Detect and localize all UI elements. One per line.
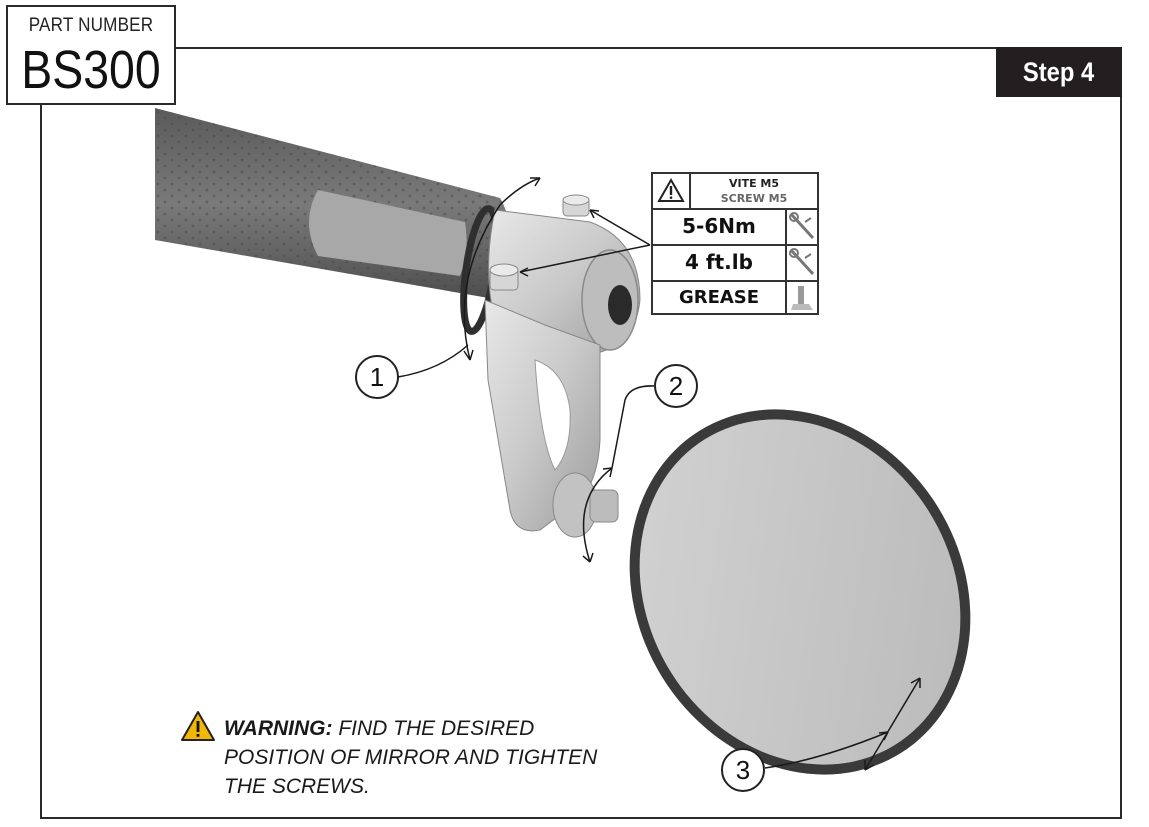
step-label: Step 4: [1023, 57, 1095, 87]
torque-nm-row: 5-6Nm: [653, 208, 817, 244]
torque-ftlb-row: 4 ft.lb: [653, 244, 817, 280]
screw-spec-italian: VITE M5: [728, 177, 780, 190]
part-number-box: PART NUMBER BS300: [6, 5, 176, 105]
grease-label: GREASE: [653, 282, 787, 315]
mirror-head: [629, 409, 971, 775]
step-badge: Step 4: [996, 47, 1122, 97]
part-number-label: PART NUMBER: [28, 15, 154, 36]
torque-table-header: VITE M5 SCREW M5: [653, 174, 817, 208]
torque-spec-table: VITE M5 SCREW M5 5-6Nm 4 ft.lb GREASE: [651, 172, 819, 315]
mirror-arm: [484, 299, 619, 538]
callout-3: 3: [721, 748, 765, 792]
warning-triangle-icon: [181, 711, 215, 741]
torque-wrench-icon: [787, 210, 817, 244]
warning-line-1: WARNING: FIND THE DESIRED: [224, 714, 534, 743]
torque-nm-value: 5-6Nm: [653, 210, 787, 244]
warning-keyword: WARNING:: [224, 717, 333, 740]
warning-line-2: POSITION OF MIRROR AND TIGHTEN: [224, 746, 598, 769]
callout-2: 2: [654, 364, 698, 408]
torque-wrench-icon: [787, 246, 817, 280]
warning-line-3: THE SCREWS.: [224, 775, 370, 798]
handlebar-grip: [155, 108, 510, 335]
callout-1: 1: [355, 355, 399, 399]
diagram-frame: [40, 47, 1122, 819]
warning-text-1: FIND THE DESIRED: [332, 717, 535, 740]
part-number-value: BS300: [21, 40, 161, 100]
grease-tube-icon: [787, 282, 817, 315]
torque-table-warning-cell: [653, 174, 691, 208]
grease-row: GREASE: [653, 280, 817, 315]
warning-icon: [657, 177, 685, 202]
rotation-arrows: [463, 177, 921, 771]
torque-ftlb-value: 4 ft.lb: [653, 246, 787, 280]
leader-lines: [397, 209, 889, 769]
screw-spec-english: SCREW M5: [720, 192, 788, 205]
